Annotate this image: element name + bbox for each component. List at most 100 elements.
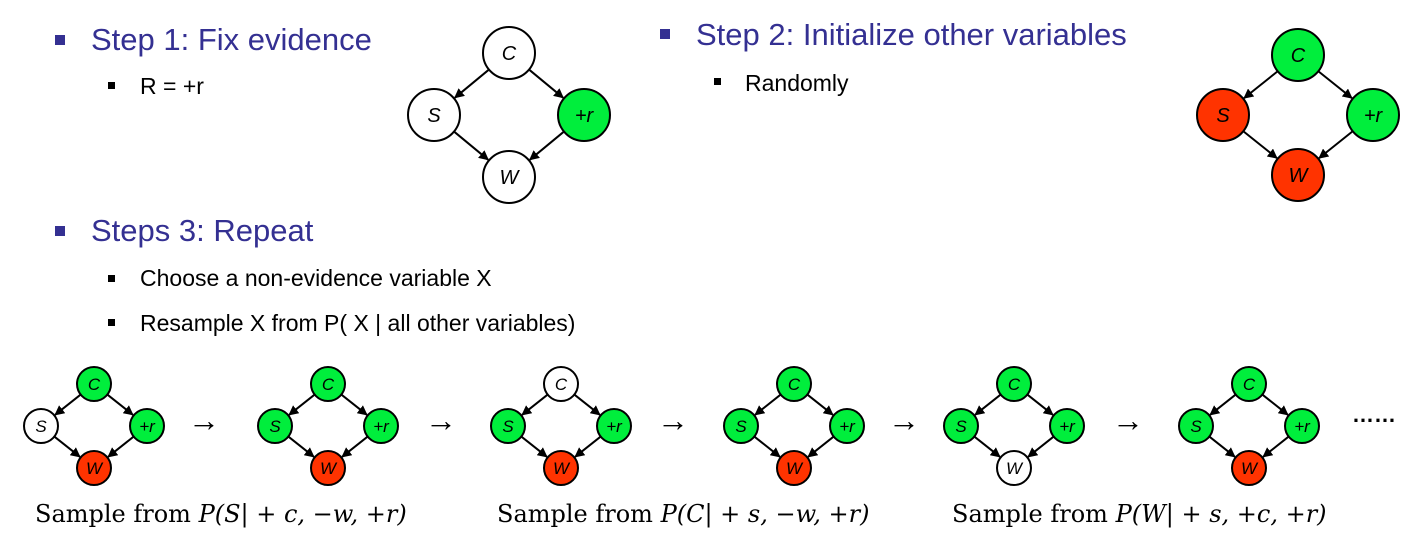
node-r-label: +r xyxy=(839,417,856,436)
edge-r-w xyxy=(1262,435,1290,458)
node-w-label: W xyxy=(1006,459,1024,478)
edge-c-s xyxy=(1209,393,1237,416)
node-c xyxy=(543,366,579,402)
step1-bullet xyxy=(55,35,65,45)
sequence-network-6: C S +rW xyxy=(1178,366,1320,486)
sequence-network-4: CS+rW xyxy=(723,366,865,486)
edge-c-s xyxy=(521,393,549,416)
node-r-label: +r xyxy=(1364,105,1384,127)
edge-r-w xyxy=(107,435,135,458)
node-s xyxy=(943,408,979,444)
node-s xyxy=(23,408,59,444)
node-s-label: S xyxy=(955,417,967,436)
edge-s-w xyxy=(973,435,1001,458)
edge-s-w xyxy=(287,435,315,458)
node-r-label: +r xyxy=(1294,417,1311,436)
edge-c-s xyxy=(454,68,490,99)
node-r-label: +r xyxy=(606,417,623,436)
edge-c-r xyxy=(528,68,564,99)
edge-r-w xyxy=(574,435,602,458)
caption-3-prefix: Sample from xyxy=(952,500,1116,528)
node-w xyxy=(1231,450,1267,486)
node-c xyxy=(776,366,812,402)
node-r xyxy=(363,408,399,444)
node-s-label: S xyxy=(735,417,747,436)
edge-s-w xyxy=(1242,130,1278,159)
node-c-label: C xyxy=(502,43,517,65)
node-c-label: C xyxy=(1243,375,1256,394)
edge-s-w xyxy=(520,435,548,458)
sequence-arrow-5: → xyxy=(1112,402,1144,438)
sequence-network-1: CS+rW xyxy=(23,366,165,486)
node-s-label: S xyxy=(269,417,281,436)
sequence-arrow-1: → xyxy=(188,402,220,438)
step3-sub-bullet-2 xyxy=(108,319,115,326)
caption-3: Sample from P(W| + s, +c, +r) xyxy=(952,500,1327,528)
node-c xyxy=(310,366,346,402)
node-w xyxy=(482,150,536,204)
step3-sub-1: Choose a non-evidence variable X xyxy=(140,265,492,291)
caption-2: Sample from P(C| + s, −w, +r) xyxy=(497,500,870,528)
step3-bullet xyxy=(55,226,65,236)
node-s xyxy=(723,408,759,444)
sequence-network-3: CS+rW xyxy=(490,366,632,486)
step2-bullet xyxy=(660,29,670,39)
caption-3-formula: P(W| + s, +c, +r) xyxy=(1115,500,1327,528)
node-s xyxy=(1178,408,1214,444)
edge-s-w xyxy=(53,435,81,458)
node-s-label: S xyxy=(1216,105,1230,127)
sequence-network-5: CS+rW xyxy=(943,366,1085,486)
edge-c-r xyxy=(1261,393,1289,416)
edge-c-s xyxy=(974,393,1002,416)
node-s xyxy=(1196,88,1250,142)
node-r xyxy=(557,88,611,142)
sequence-arrow-2: → xyxy=(425,402,457,438)
node-w-label: W xyxy=(86,459,104,478)
step1-sub-bullet xyxy=(108,82,115,89)
node-r xyxy=(129,408,165,444)
node-s-label: S xyxy=(427,105,441,127)
step2-sub: Randomly xyxy=(745,70,849,96)
node-s xyxy=(257,408,293,444)
node-c xyxy=(996,366,1032,402)
step1-sub: R = +r xyxy=(140,73,204,99)
sequence-network-2: CS+rW xyxy=(257,366,399,486)
caption-2-prefix: Sample from xyxy=(497,500,661,528)
edge-r-w xyxy=(1318,130,1354,159)
edge-c-r xyxy=(573,393,601,416)
node-r-label: +r xyxy=(1059,417,1076,436)
edge-c-s xyxy=(1243,70,1279,99)
edge-c-s xyxy=(288,393,316,416)
node-w xyxy=(996,450,1032,486)
node-w-label: W xyxy=(320,459,338,478)
node-w-label: W xyxy=(786,459,804,478)
node-c xyxy=(1231,366,1267,402)
edge-s-w xyxy=(1208,435,1236,458)
node-c xyxy=(76,366,112,402)
step2-sub-bullet xyxy=(714,78,721,85)
step3-title: Steps 3: Repeat xyxy=(91,213,314,248)
edge-c-s xyxy=(754,393,782,416)
node-s-label: S xyxy=(1190,417,1202,436)
node-c-label: C xyxy=(555,375,568,394)
caption-1: Sample from P(S| + c, −w, +r) xyxy=(35,500,407,528)
edge-r-w xyxy=(807,435,835,458)
node-r xyxy=(1284,408,1320,444)
node-r xyxy=(596,408,632,444)
edge-s-w xyxy=(753,435,781,458)
network-step2: CS+rW xyxy=(1196,28,1400,202)
node-c-label: C xyxy=(88,375,101,394)
edge-r-w xyxy=(341,435,369,458)
node-s xyxy=(407,88,461,142)
node-c xyxy=(1271,28,1325,82)
node-c xyxy=(482,26,536,80)
node-w-label: W xyxy=(1241,459,1259,478)
caption-2-formula: P(C| + s, −w, +r) xyxy=(660,500,870,528)
node-w xyxy=(76,450,112,486)
node-w xyxy=(1271,148,1325,202)
step3-sub-2: Resample X from P( X | all other variabl… xyxy=(140,310,576,336)
node-r xyxy=(1346,88,1400,142)
node-r xyxy=(1049,408,1085,444)
edge-c-r xyxy=(1317,70,1353,99)
